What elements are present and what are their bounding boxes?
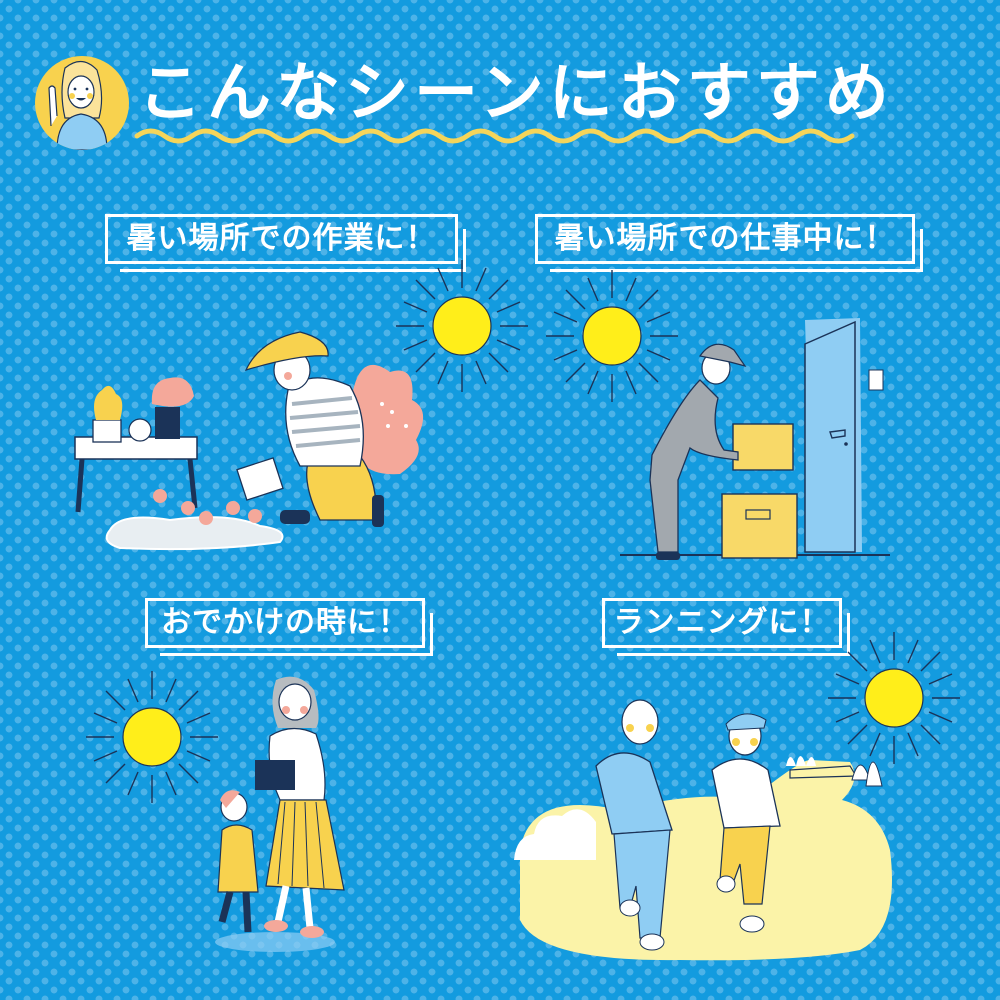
sun-icon bbox=[546, 270, 678, 402]
avatar bbox=[35, 56, 129, 150]
sun-icon bbox=[828, 632, 960, 764]
sun-icon bbox=[396, 260, 528, 392]
scene-label-running: ランニングに！ bbox=[602, 598, 850, 656]
pointing-woman-avatar-icon bbox=[48, 60, 108, 150]
mother-child-illustration bbox=[215, 676, 345, 952]
scene-label-delivery: 暑い場所での仕事中に！ bbox=[535, 214, 923, 272]
sun-icon bbox=[86, 671, 218, 803]
delivery-worker-illustration bbox=[620, 318, 890, 560]
page-title: こんなシーンにおすすめ bbox=[138, 57, 894, 131]
scene-label-outing: おでかけの時に！ bbox=[145, 598, 433, 656]
scene-label-gardening: 暑い場所での作業に！ bbox=[105, 214, 466, 272]
wavy-underline bbox=[134, 128, 855, 144]
gardening-man-illustration bbox=[74, 331, 424, 551]
jogging-couple-illustration bbox=[514, 699, 892, 961]
